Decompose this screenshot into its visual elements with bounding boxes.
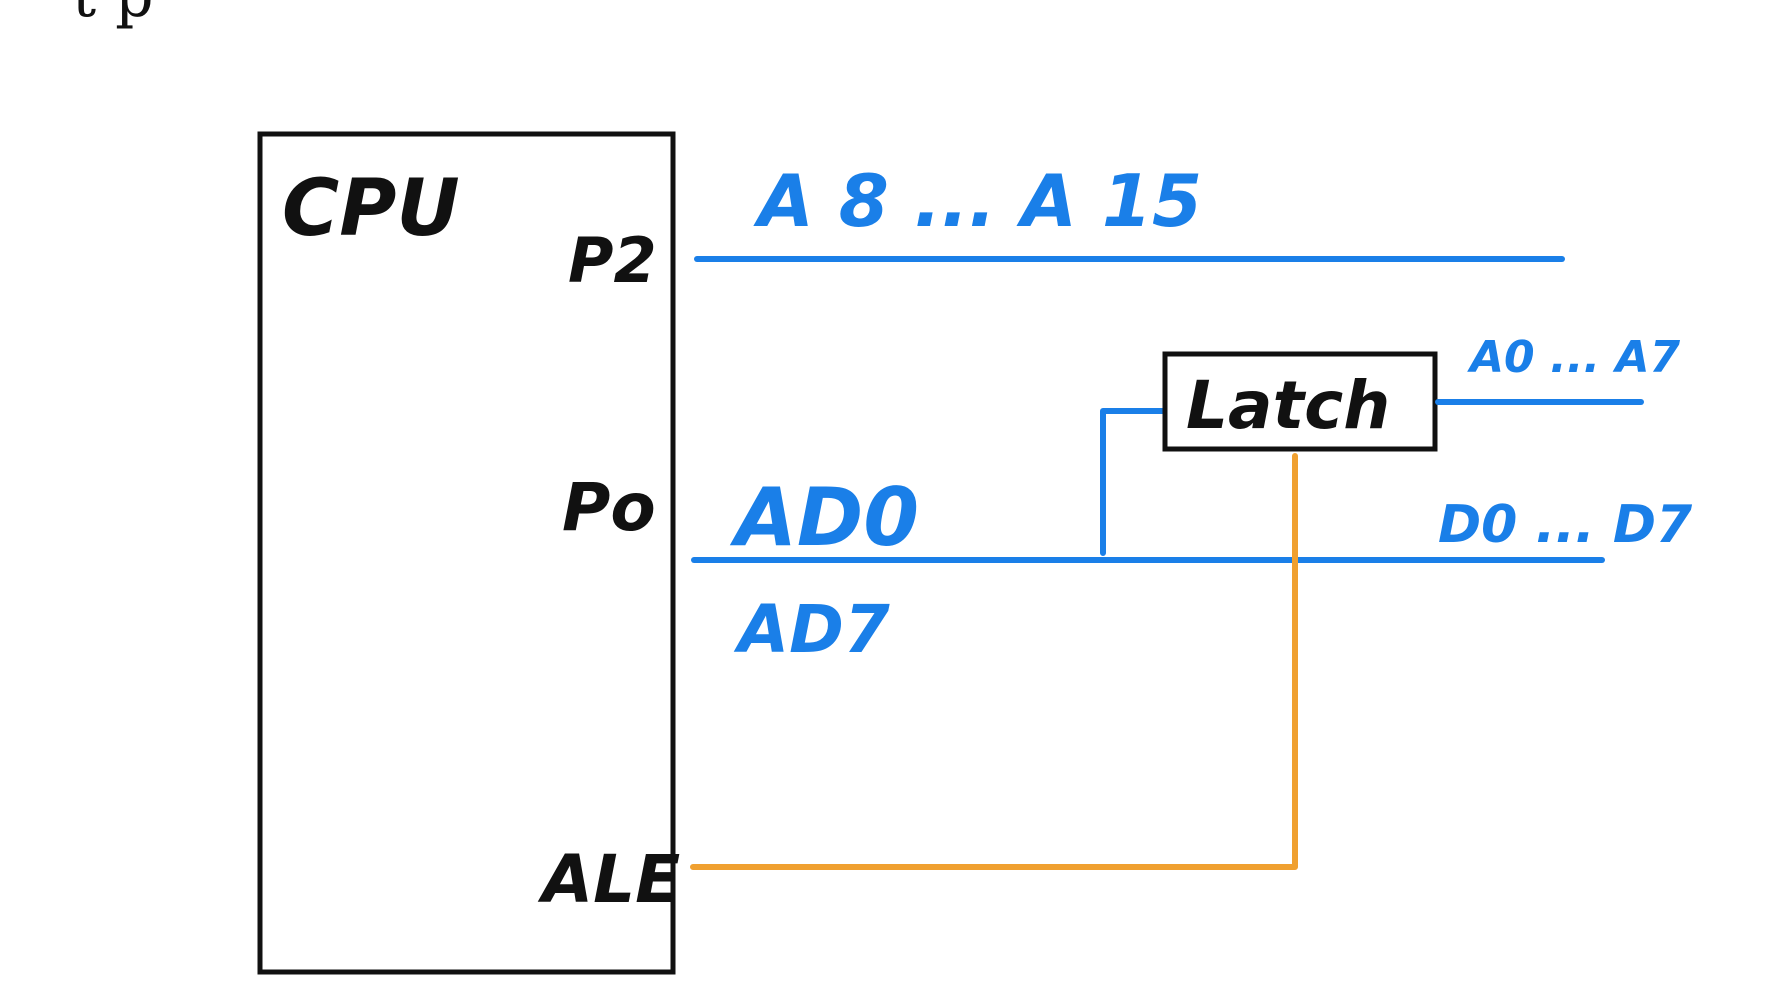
cpu-block xyxy=(257,131,676,975)
latch-label: Latch xyxy=(1186,367,1390,444)
port-p0-label: Po xyxy=(562,469,656,546)
port-p2-label: P2 xyxy=(568,224,657,297)
data-bus-label: D0 ... D7 xyxy=(1438,495,1693,555)
latch-block xyxy=(1162,351,1438,452)
port-ale-label: ALE xyxy=(537,841,680,918)
cropped-top-text: t p xyxy=(72,0,154,31)
mux-bus-label-ad0: AD0 xyxy=(729,471,919,564)
mux-bus-label-ad7: AD7 xyxy=(733,591,890,668)
cpu-label: CPU xyxy=(282,164,460,254)
latch-input-wire xyxy=(1100,408,1168,556)
ale-control-line xyxy=(690,453,1298,870)
latched-address-label: A0 ... A7 xyxy=(1467,332,1681,383)
high-address-label: A 8 ... A 15 xyxy=(753,159,1202,243)
